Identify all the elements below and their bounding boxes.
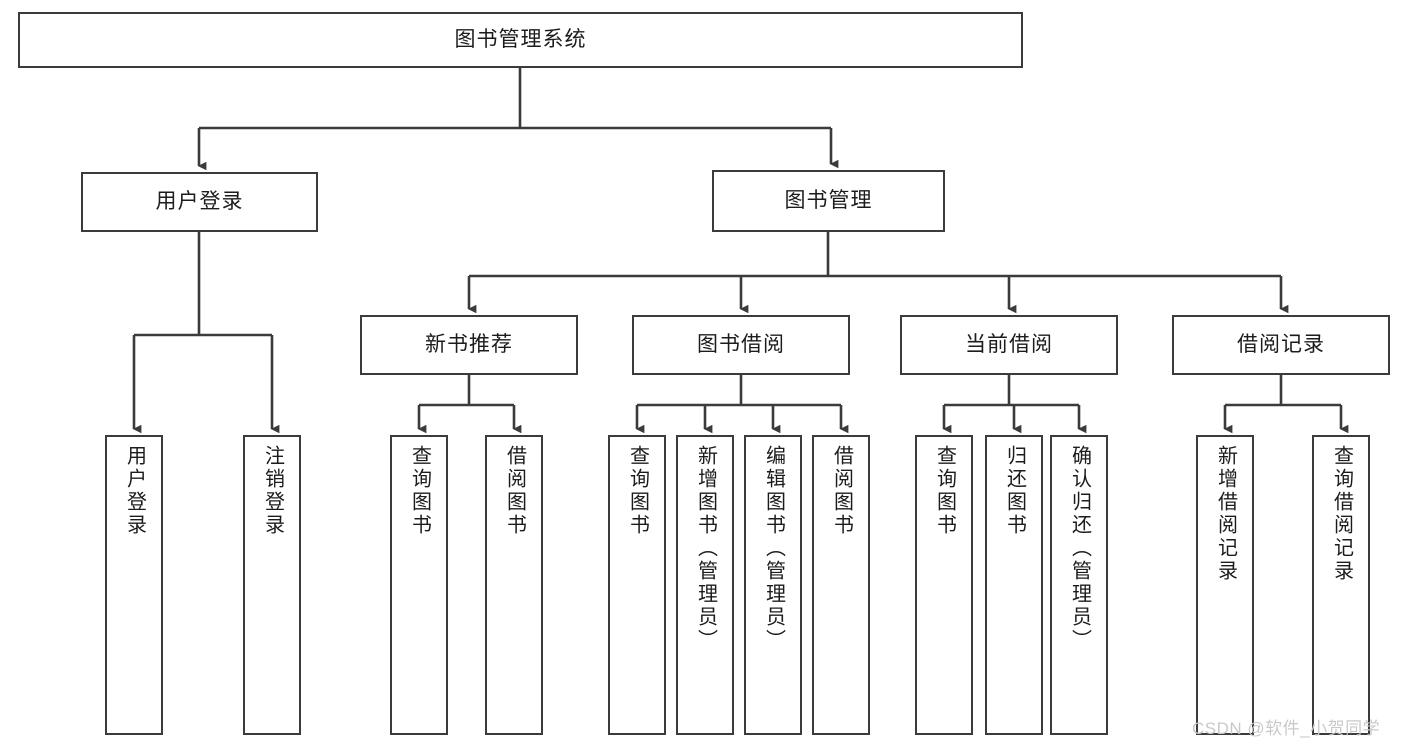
node-borrow-record-label: 借阅记录 bbox=[1237, 333, 1325, 357]
node-new-book-recommend[interactable]: 新书推荐 bbox=[360, 315, 578, 375]
leaf-query-book-current[interactable]: 查询图书 bbox=[915, 435, 973, 735]
node-book-borrow[interactable]: 图书借阅 bbox=[632, 315, 850, 375]
node-root-label: 图书管理系统 bbox=[454, 28, 587, 52]
leaf-label: 借阅图书 bbox=[830, 445, 853, 537]
leaf-label: 注销登录 bbox=[261, 445, 284, 537]
node-root[interactable]: 图书管理系统 bbox=[18, 12, 1023, 68]
leaf-edit-book-admin[interactable]: 编辑图书（管理员） bbox=[744, 435, 802, 735]
csdn-watermark: CSDN @软件_小贺同学 bbox=[1192, 719, 1381, 738]
leaf-label: 新增图书（管理员） bbox=[694, 445, 717, 652]
leaf-label: 编辑图书（管理员） bbox=[762, 445, 785, 652]
leaf-label: 查询图书 bbox=[626, 445, 649, 537]
leaf-label: 查询图书 bbox=[408, 445, 431, 537]
node-book-management-label: 图书管理 bbox=[784, 189, 873, 213]
leaf-label: 查询图书 bbox=[933, 445, 956, 537]
leaf-borrow-book[interactable]: 借阅图书 bbox=[812, 435, 870, 735]
leaf-label: 新增借阅记录 bbox=[1214, 445, 1237, 583]
leaf-user-login[interactable]: 用户登录 bbox=[105, 435, 163, 735]
node-book-management[interactable]: 图书管理 bbox=[712, 170, 945, 232]
leaf-query-book-newbook[interactable]: 查询图书 bbox=[390, 435, 448, 735]
leaf-confirm-return-admin[interactable]: 确认归还（管理员） bbox=[1050, 435, 1108, 735]
node-current-borrow[interactable]: 当前借阅 bbox=[900, 315, 1118, 375]
leaf-add-book-admin[interactable]: 新增图书（管理员） bbox=[676, 435, 734, 735]
node-user-login[interactable]: 用户登录 bbox=[81, 172, 318, 232]
leaf-borrow-book-newbook[interactable]: 借阅图书 bbox=[485, 435, 543, 735]
leaf-label: 确认归还（管理员） bbox=[1068, 445, 1091, 652]
leaf-label: 归还图书 bbox=[1003, 445, 1026, 537]
leaf-logout-login[interactable]: 注销登录 bbox=[243, 435, 301, 735]
leaf-label: 查询借阅记录 bbox=[1330, 445, 1353, 583]
node-borrow-record[interactable]: 借阅记录 bbox=[1172, 315, 1390, 375]
node-current-borrow-label: 当前借阅 bbox=[965, 333, 1053, 357]
leaf-return-book[interactable]: 归还图书 bbox=[985, 435, 1043, 735]
node-user-login-label: 用户登录 bbox=[155, 190, 244, 214]
leaf-add-borrow-record[interactable]: 新增借阅记录 bbox=[1196, 435, 1254, 735]
leaf-query-borrow-record[interactable]: 查询借阅记录 bbox=[1312, 435, 1370, 735]
leaf-label: 用户登录 bbox=[123, 445, 146, 537]
node-new-book-recommend-label: 新书推荐 bbox=[425, 333, 513, 357]
node-book-borrow-label: 图书借阅 bbox=[697, 333, 785, 357]
leaf-label: 借阅图书 bbox=[503, 445, 526, 537]
leaf-query-book-borrow[interactable]: 查询图书 bbox=[608, 435, 666, 735]
